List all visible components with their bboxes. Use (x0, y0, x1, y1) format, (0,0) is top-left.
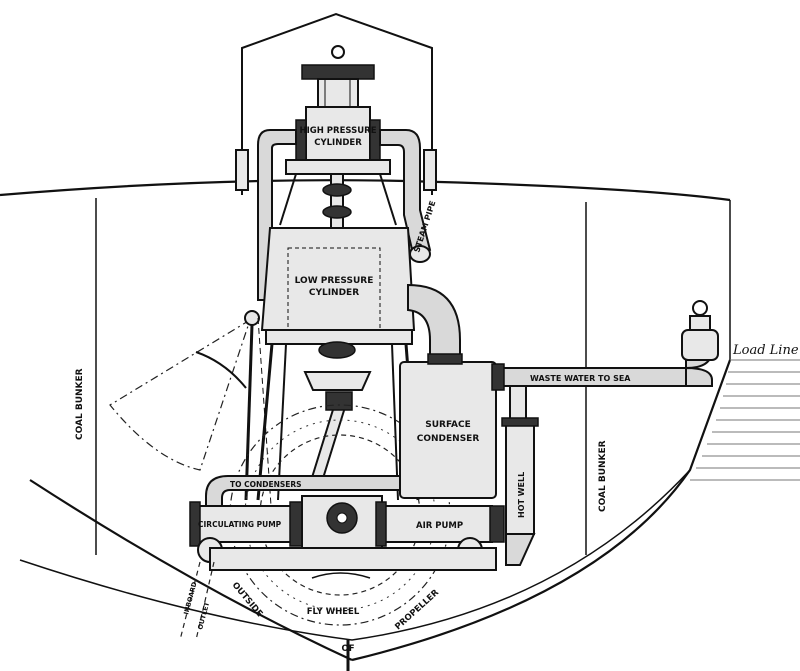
deck-house (235, 12, 437, 195)
coal-bunker-right-label: COAL BUNKER (598, 440, 608, 512)
circulating-pump (189, 501, 303, 563)
waste-water-label: WASTE WATER TO SEA (530, 374, 631, 383)
sea-water-lines (690, 359, 800, 481)
to-condensers-label: TO CONDENSERS (230, 480, 302, 489)
engine-frame (256, 329, 420, 501)
connecting-rod (308, 398, 348, 490)
lp-exhaust-pipe (407, 283, 461, 359)
surface-condenser (399, 353, 497, 499)
waste-water-pipe (491, 300, 719, 391)
inboard-outlet-lines (179, 561, 215, 641)
load-line-label: Load Line (732, 343, 799, 358)
high-pressure-label-line2: CYLINDER (314, 138, 362, 148)
of-label: OF (341, 644, 354, 654)
hot-well-label: HOT WELL (517, 472, 526, 518)
coal-bunker-left-label: COAL BUNKER (75, 368, 85, 440)
low-pressure-label: LOW PRESSURE (295, 276, 374, 286)
bedplate (209, 547, 497, 579)
surface-condenser-label: SURFACE (425, 420, 471, 430)
hot-well (501, 385, 539, 566)
propeller-label: PROPELLER (393, 588, 441, 633)
crank-center (301, 495, 383, 549)
piston-rods (279, 173, 397, 230)
circulating-pump-label: CIRCULATING PUMP (198, 520, 282, 529)
fly-wheel-label: FLY WHEEL (307, 607, 360, 617)
low-pressure-cylinder (260, 227, 416, 333)
high-pressure-cylinder (285, 45, 391, 175)
outlet-label: OUTLET (196, 601, 211, 631)
surface-condenser-label-line2: CONDENSER (417, 434, 480, 444)
air-pump-label: AIR PUMP (416, 521, 463, 531)
high-pressure-label: HIGH PRESSURE (299, 126, 376, 136)
reversing-gear (109, 310, 273, 521)
outside-label: OUTSIDE (230, 581, 265, 620)
low-pressure-label-line2: CYLINDER (309, 288, 359, 298)
